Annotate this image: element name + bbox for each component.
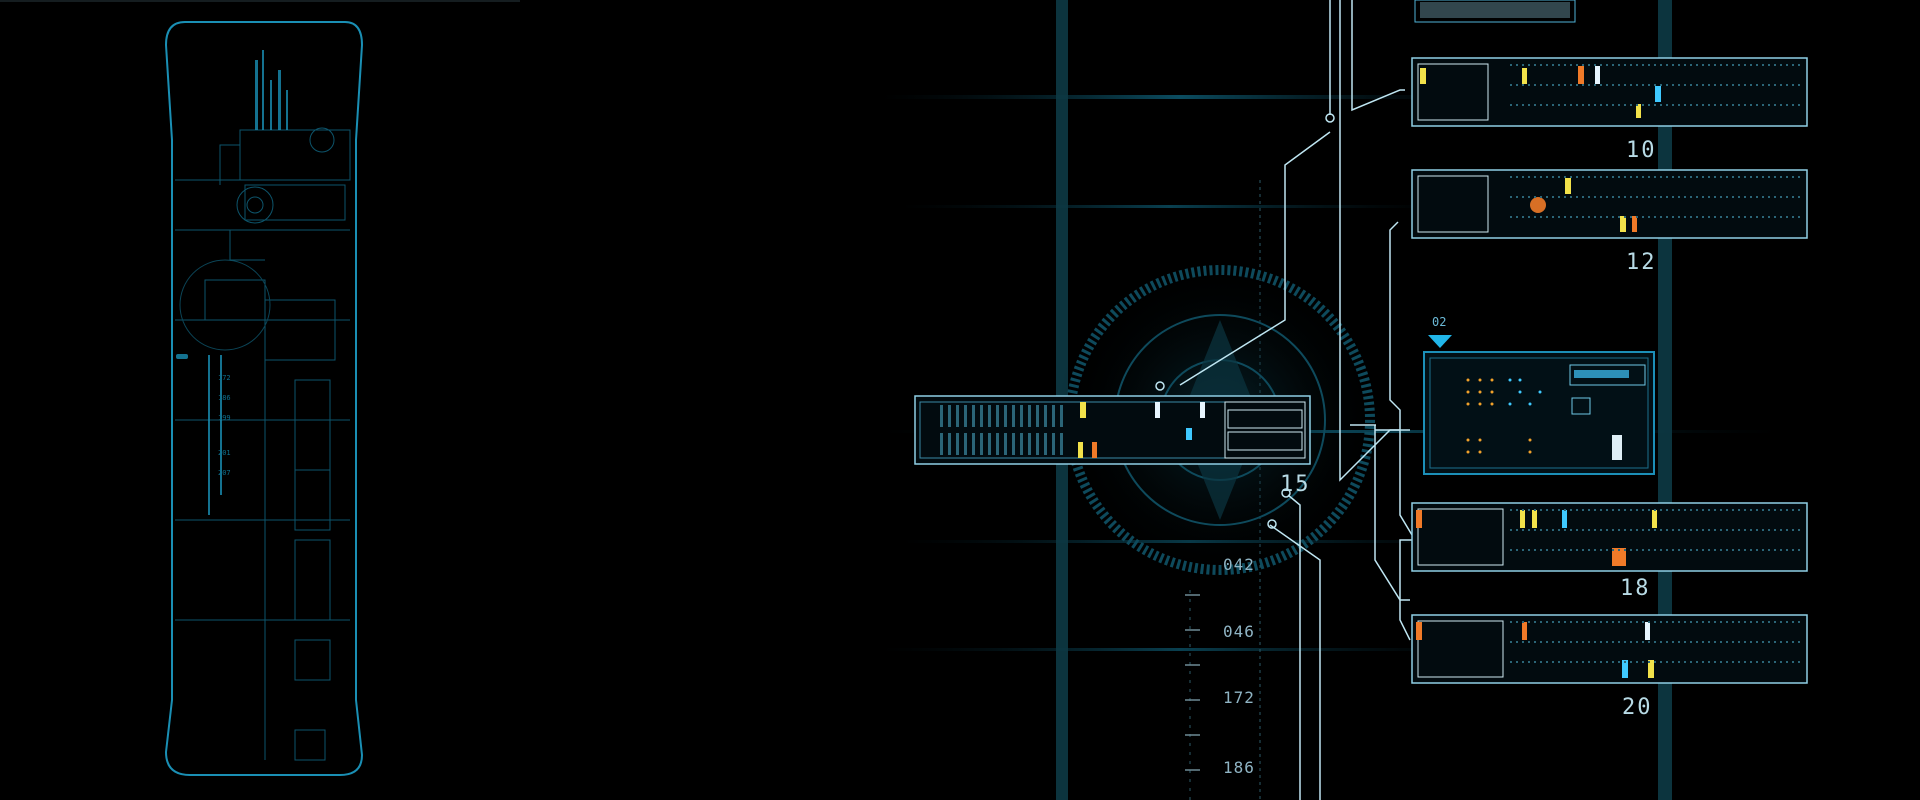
blade-label-18: 18 bbox=[1620, 576, 1651, 601]
blade-10 bbox=[1411, 57, 1808, 127]
blade-12 bbox=[1411, 169, 1808, 239]
scale-label-042: 042 bbox=[1223, 555, 1255, 574]
blade-15 bbox=[914, 395, 1311, 465]
scale-label-186: 186 bbox=[1223, 758, 1255, 777]
svg-text:201: 201 bbox=[218, 449, 231, 457]
svg-text:207: 207 bbox=[218, 469, 231, 477]
blade-18 bbox=[1411, 502, 1808, 572]
blade-label-15: 15 bbox=[1280, 472, 1311, 497]
blade-label-10: 10 bbox=[1626, 138, 1657, 163]
svg-text:199: 199 bbox=[218, 414, 231, 422]
scale-label-172: 172 bbox=[1223, 688, 1255, 707]
blade-label-12: 12 bbox=[1626, 250, 1657, 275]
blade-label-20: 20 bbox=[1622, 695, 1653, 720]
blade-20 bbox=[1411, 614, 1808, 684]
module-marker-label: 02 bbox=[1432, 315, 1447, 329]
svg-text:186: 186 bbox=[218, 394, 231, 402]
svg-text:172: 172 bbox=[218, 374, 231, 382]
scale-label-046: 046 bbox=[1223, 622, 1255, 641]
